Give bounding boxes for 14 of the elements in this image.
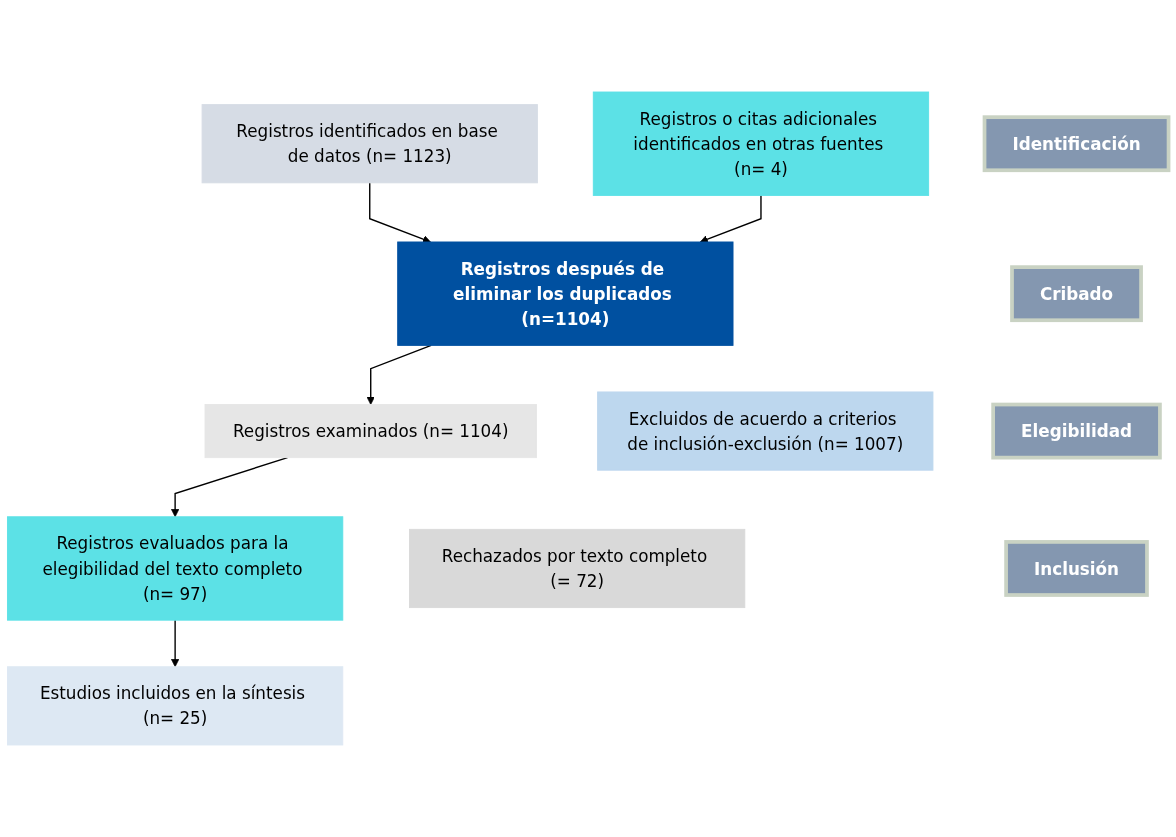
node-box: Registros evaluados para la elegibilidad del texto completo (n= 97) (7, 516, 344, 621)
node-box: Rechazados por texto completo (= 72) (409, 528, 746, 609)
arrow (171, 619, 180, 668)
node-box: Inclusión (1004, 540, 1149, 597)
node-box: Identificación (982, 115, 1171, 173)
node-box: Registros después de eliminar los duplicados (n=1104) (397, 241, 734, 346)
node-box: Registros examinados (n= 1104) (204, 404, 537, 459)
node-box: Elegibilidad (991, 402, 1162, 460)
node-box: Registros identificados en base de datos (n= 1123) (201, 104, 538, 184)
node-box: Excluidos de acuerdo a criterios de inclusión-exclusión (n= 1007) (597, 391, 934, 471)
arrow (366, 344, 432, 405)
node-box: Cribado (1010, 265, 1143, 323)
node-box: Estudios incluidos en la síntesis (n= 25) (7, 666, 344, 746)
node-box: Registros o citas adicionales identificados en otras fuentes (n= 4) (592, 91, 930, 196)
